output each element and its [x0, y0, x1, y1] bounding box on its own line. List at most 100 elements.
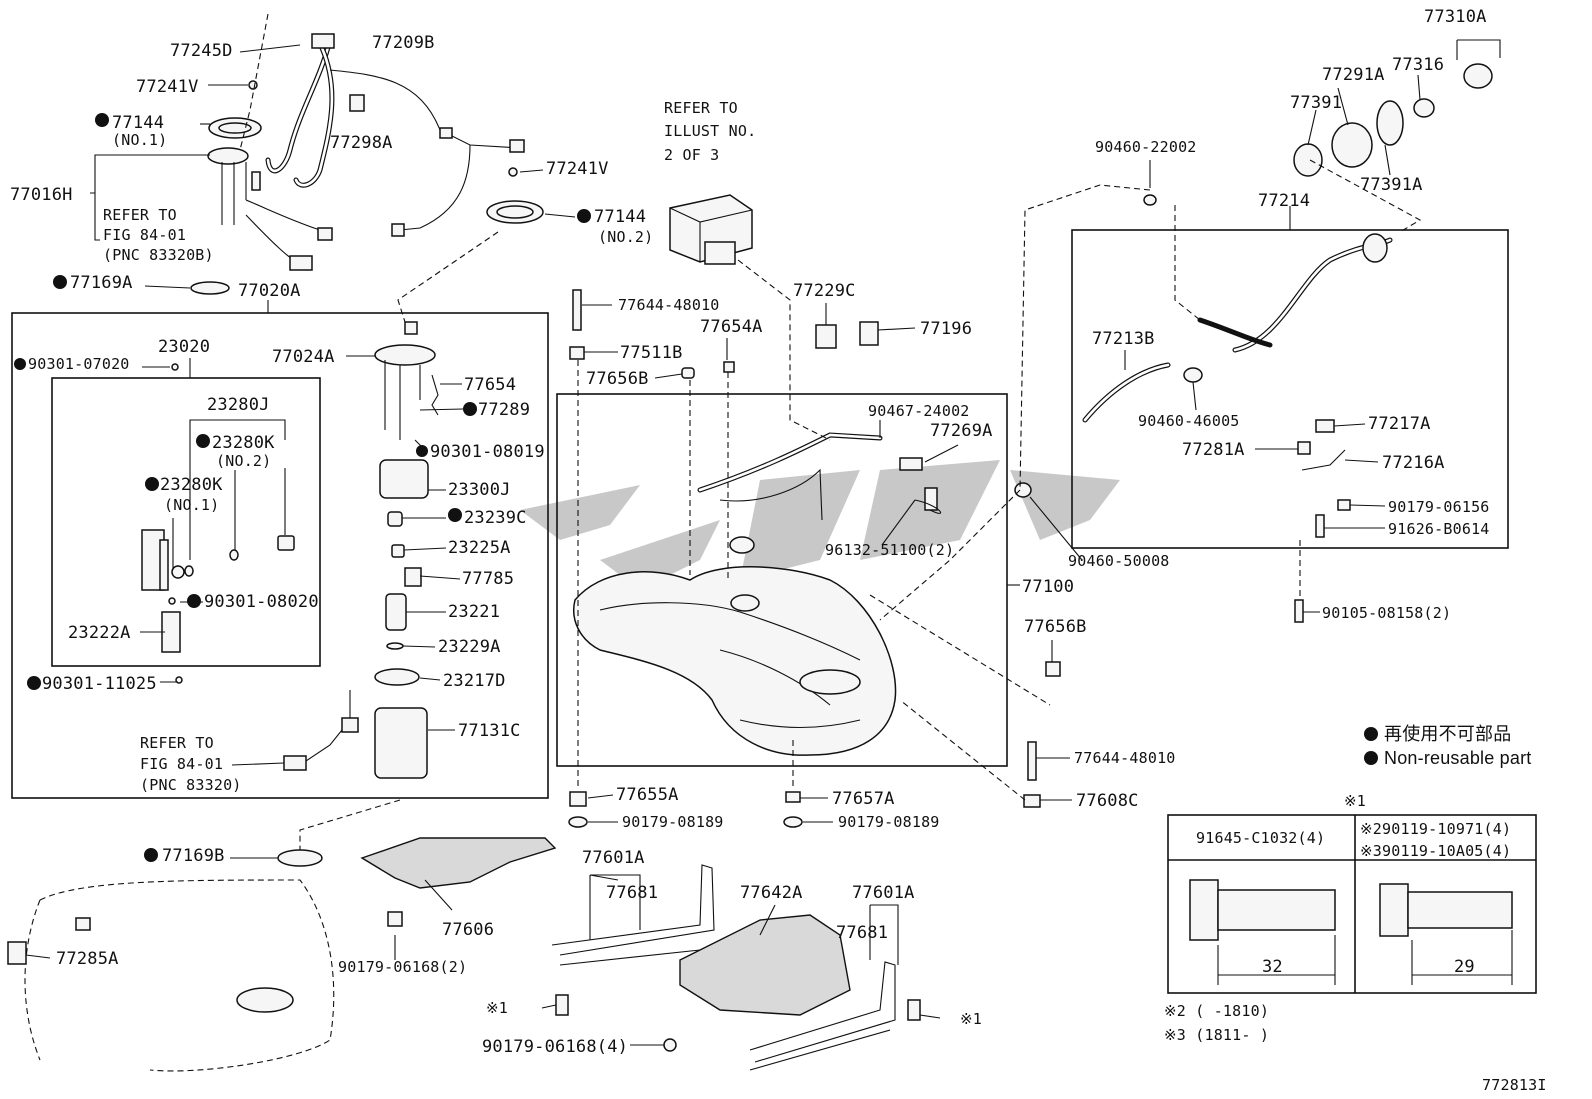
- label-77316: 77316: [1392, 55, 1444, 75]
- nonreusable-markers: [14, 113, 591, 862]
- refer-top-3: 2 OF 3: [664, 146, 719, 164]
- legend-dot-ja: [1364, 727, 1378, 741]
- label-23300J: 23300J: [448, 480, 511, 500]
- label-23280K-no2: 23280K: [212, 433, 275, 453]
- label-77169A: 77169A: [70, 273, 133, 293]
- label-77654A: 77654A: [700, 317, 763, 337]
- label-77291A: 77291A: [1322, 65, 1385, 85]
- label-77644-48010-a: 77644-48010: [618, 296, 720, 314]
- legend-dot-en: [1364, 751, 1378, 765]
- table-note-mark: ※1: [1344, 792, 1366, 810]
- label-77100: 77100: [1022, 577, 1074, 597]
- label-23280J: 23280J: [207, 395, 270, 415]
- bolt-table-right-header-1: ※290119-10971(4): [1360, 820, 1511, 838]
- label-90301-08019: 90301-08019: [430, 442, 545, 462]
- label-77310A: 77310A: [1424, 7, 1487, 27]
- label-77144-no1-sub: (NO.1): [112, 131, 167, 149]
- label-23280K-no1-sub: (NO.1): [164, 496, 219, 514]
- label-77196: 77196: [920, 319, 972, 339]
- note-3: ※3 (1811- ): [1164, 1026, 1269, 1044]
- label-77281A: 77281A: [1182, 440, 1245, 460]
- label-91626-B0614: 91626-B0614: [1388, 520, 1490, 538]
- pump-assembly-frame: [11, 312, 549, 799]
- fuel-sender-frame: [51, 377, 321, 667]
- label-77681-a: 77681: [606, 883, 658, 903]
- vehicle-floor-outline: [7, 849, 335, 1072]
- label-90460-22002: 90460-22002: [1095, 138, 1197, 156]
- label-77144-no2: 77144: [594, 207, 646, 227]
- label-77289: 77289: [478, 400, 530, 420]
- label-90105-08158: 90105-08158(2): [1322, 604, 1451, 622]
- diagram-id: 772813I: [1482, 1076, 1547, 1094]
- label-90460-50008: 90460-50008: [1068, 552, 1170, 570]
- canister: [669, 194, 753, 265]
- label-23221: 23221: [448, 602, 500, 622]
- label-77169B: 77169B: [162, 846, 225, 866]
- label-77681-b: 77681: [836, 923, 888, 943]
- label-77216A: 77216A: [1382, 453, 1445, 473]
- label-77213B: 77213B: [1092, 329, 1155, 349]
- label-77606: 77606: [442, 920, 494, 940]
- label-77214: 77214: [1258, 191, 1310, 211]
- label-77656B-b: 77656B: [1024, 617, 1087, 637]
- label-77131C: 77131C: [458, 721, 521, 741]
- leader-lines: [25, 13, 1501, 1046]
- label-96132-51100: 96132-51100(2): [825, 541, 954, 559]
- legend-nonreusable-ja: 再使用不可部品: [1384, 724, 1511, 744]
- part-labels: 77245D 77209B 77241V 77144 (NO.1) 77298A…: [10, 7, 1547, 1094]
- label-90179-06168-4: 90179-06168(4): [482, 1037, 628, 1057]
- pump-assembly-parts: [141, 321, 439, 779]
- fuel-tank: [568, 289, 1061, 828]
- label-77245D: 77245D: [170, 41, 233, 61]
- refer-fig-top-3: (PNC 83320B): [103, 246, 214, 264]
- label-77229C: 77229C: [793, 281, 856, 301]
- label-77391A: 77391A: [1360, 175, 1423, 195]
- label-77601A-a: 77601A: [582, 848, 645, 868]
- label-77024A: 77024A: [272, 347, 335, 367]
- label-77144-no1: 77144: [112, 113, 164, 133]
- label-90179-06168-2: 90179-06168(2): [338, 958, 467, 976]
- label-77016H: 77016H: [10, 185, 73, 205]
- label-77298A: 77298A: [330, 133, 393, 153]
- fuel-tank-frame: [556, 393, 1008, 767]
- label-23280K-no1: 23280K: [160, 475, 223, 495]
- label-90301-07020: 90301-07020: [28, 355, 130, 373]
- label-77642A: 77642A: [740, 883, 803, 903]
- bolt-table-right-header-2: ※390119-10A05(4): [1360, 842, 1511, 860]
- bolt-spec-table: [1167, 814, 1537, 994]
- label-77020A: 77020A: [238, 281, 301, 301]
- label-77144-no2-sub: (NO.2): [598, 228, 653, 246]
- label-23225A: 23225A: [448, 538, 511, 558]
- bolt-table-left-header: 91645-C1032(4): [1196, 829, 1325, 847]
- label-23280K-no2-sub: (NO.2): [216, 452, 271, 470]
- label-77241V-a: 77241V: [136, 77, 199, 97]
- label-23239C: 23239C: [464, 508, 527, 528]
- note-mark-a: ※1: [486, 999, 508, 1017]
- label-77285A: 77285A: [56, 949, 119, 969]
- label-90179-08189-a: 90179-08189: [622, 813, 724, 831]
- label-90301-11025: 90301-11025: [42, 674, 157, 694]
- label-77656B-a: 77656B: [586, 369, 649, 389]
- watermark: eyo: [520, 460, 1120, 590]
- filler-pipe-assembly: [1014, 63, 1493, 623]
- label-77209B: 77209B: [372, 33, 435, 53]
- label-23020: 23020: [158, 337, 210, 357]
- label-77269A: 77269A: [930, 421, 993, 441]
- legend-nonreusable-en: Non-reusable part: [1384, 748, 1531, 768]
- label-77655A: 77655A: [616, 785, 679, 805]
- bolt-table-right-dim: 29: [1454, 957, 1475, 977]
- label-23217D: 23217D: [443, 671, 506, 691]
- protectors-and-bands: [360, 837, 921, 1071]
- label-77601A-b: 77601A: [852, 883, 915, 903]
- note-2: ※2 ( -1810): [1164, 1002, 1269, 1020]
- label-77391: 77391: [1290, 93, 1342, 113]
- label-77241V-b: 77241V: [546, 159, 609, 179]
- label-23222A: 23222A: [68, 623, 131, 643]
- label-90460-46005: 90460-46005: [1138, 412, 1240, 430]
- bolt-table-left-dim: 32: [1262, 957, 1283, 977]
- label-77657A: 77657A: [832, 789, 895, 809]
- refer-fig-top-1: REFER TO: [103, 206, 177, 224]
- refer-top-2: ILLUST NO.: [664, 122, 756, 140]
- refer-fig-top-2: FIG 84-01: [103, 226, 186, 244]
